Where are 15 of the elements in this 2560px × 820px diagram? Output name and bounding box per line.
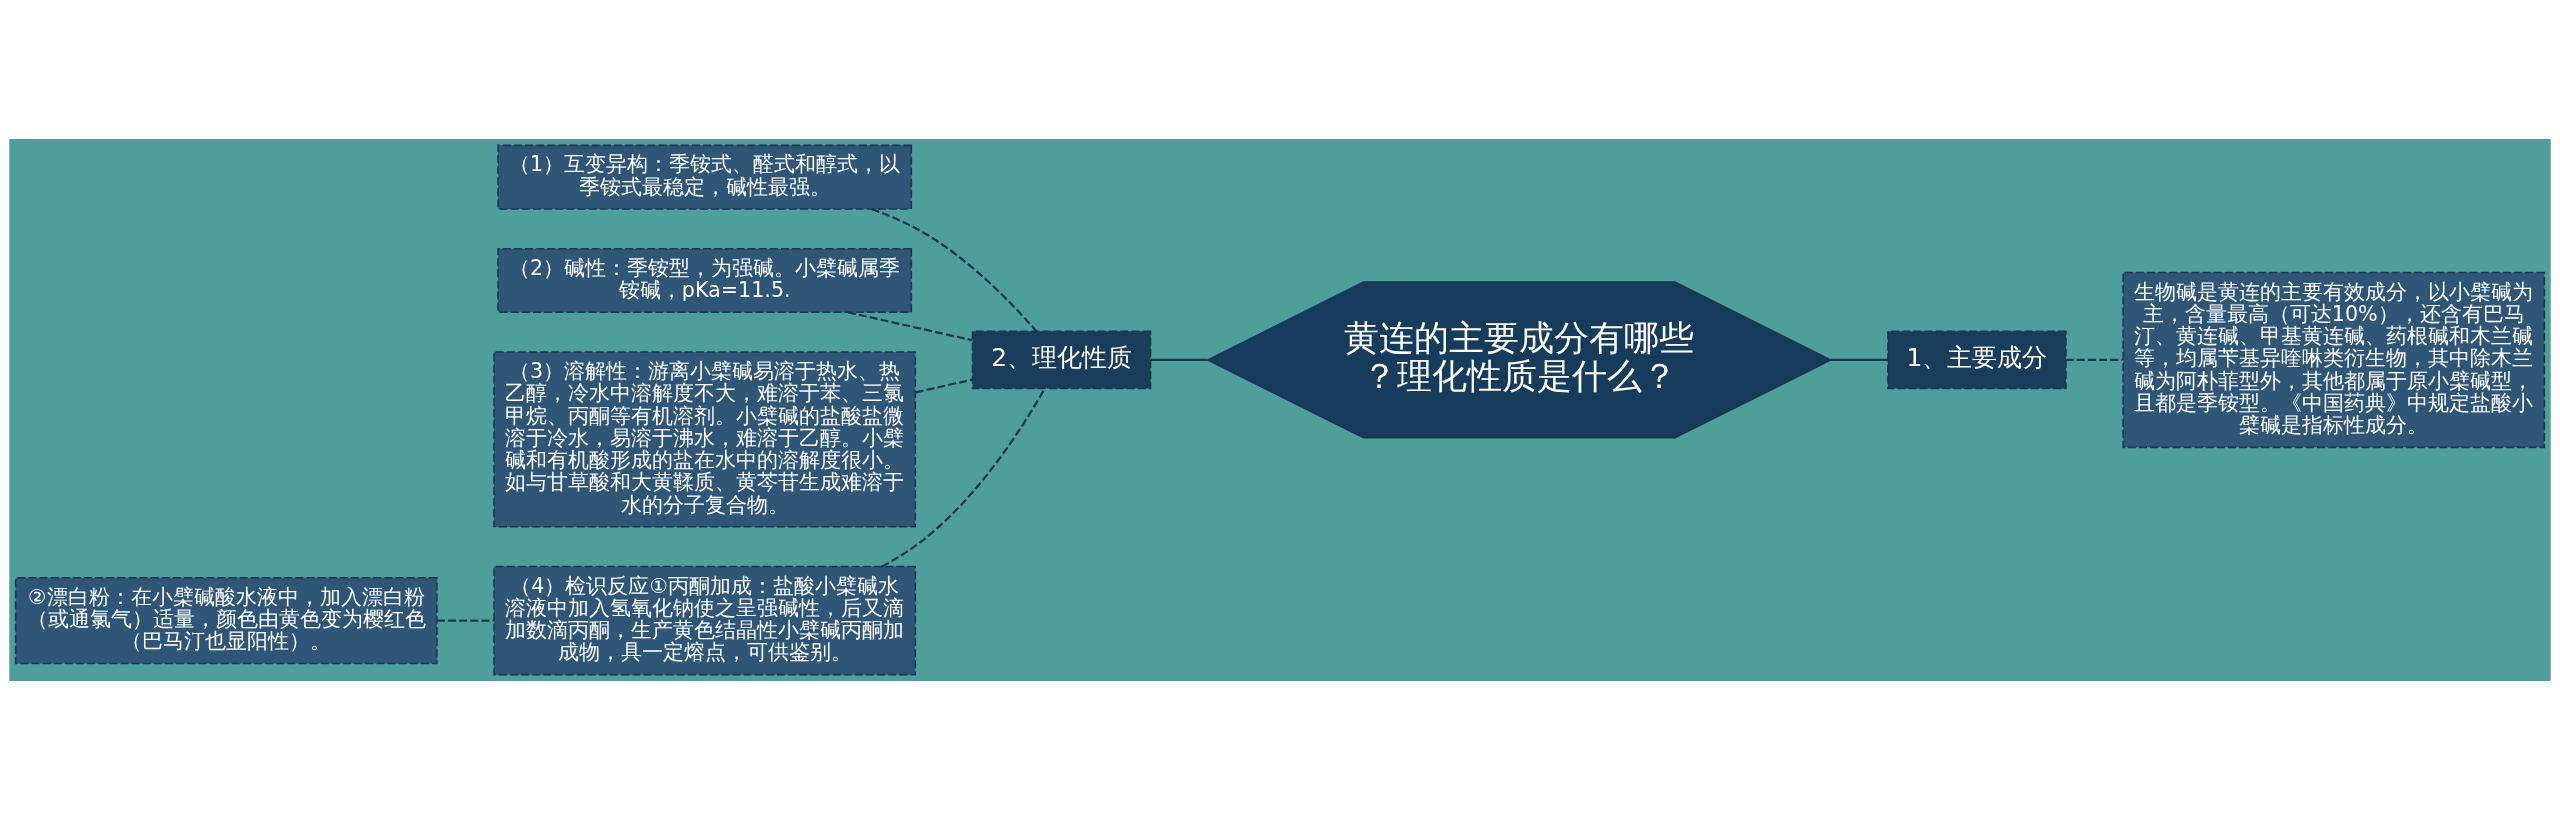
connector <box>437 619 494 622</box>
connector <box>915 378 973 394</box>
connector <box>1150 358 1208 362</box>
node-box: ②漂白粉：在小檗碱酸水液中，加入漂白粉（或通氯气）适量，颜色由黄色变为樱红色（巴马汀也显阳性）。 <box>14 576 438 665</box>
node-box: （4）检识反应①丙酮加成：盐酸小檗碱水溶液中加入氢氧化钠使之呈强碱性，后又滴加数滴丙酮，生产黄色结晶性小檗碱丙酮加成物，具一定熔点，可供鉴别。 <box>493 565 917 676</box>
connector <box>1830 358 1888 362</box>
connector <box>871 208 1038 332</box>
node-box: 生物碱是黄连的主要有效成分，以小檗碱为主，含量最高（可达10%），还含有巴马汀、黄连碱、甲基黄连碱、药根碱和木兰碱等，均属苄基异喹啉类衍生物，其中除木兰碱为阿朴菲型外，其他都属于原小檗碱型，且都是季铵型。《中国药典》中规定盐酸小檗碱是指标性成分。 <box>2122 271 2546 449</box>
node-box: （1）互变异构：季铵式、醛式和醇式，以季铵式最稳定，碱性最强。 <box>497 144 913 210</box>
node-box: 2、理化性质 <box>971 330 1152 390</box>
connector <box>847 311 973 342</box>
connector <box>881 388 1046 568</box>
node-box: （3）溶解性：游离小檗碱易溶于热水、热乙醇，冷水中溶解度不大，难溶于苯、三氯甲烷、丙酮等有机溶剂。小檗碱的盐酸盐微溶于冷水，易溶于沸水，难溶于乙醇。小檗碱和有机酸形成的盐在水中的溶解度很小。如与甘草酸和大黄鞣质、黄芩苷生成难溶于水的分子复合物。 <box>493 351 917 528</box>
node-box: 1、主要成分 <box>1887 330 2067 390</box>
node-box: （2）碱性：季铵型，为强碱。小檗碱属季铵碱，pKa=11.5. <box>497 247 913 314</box>
